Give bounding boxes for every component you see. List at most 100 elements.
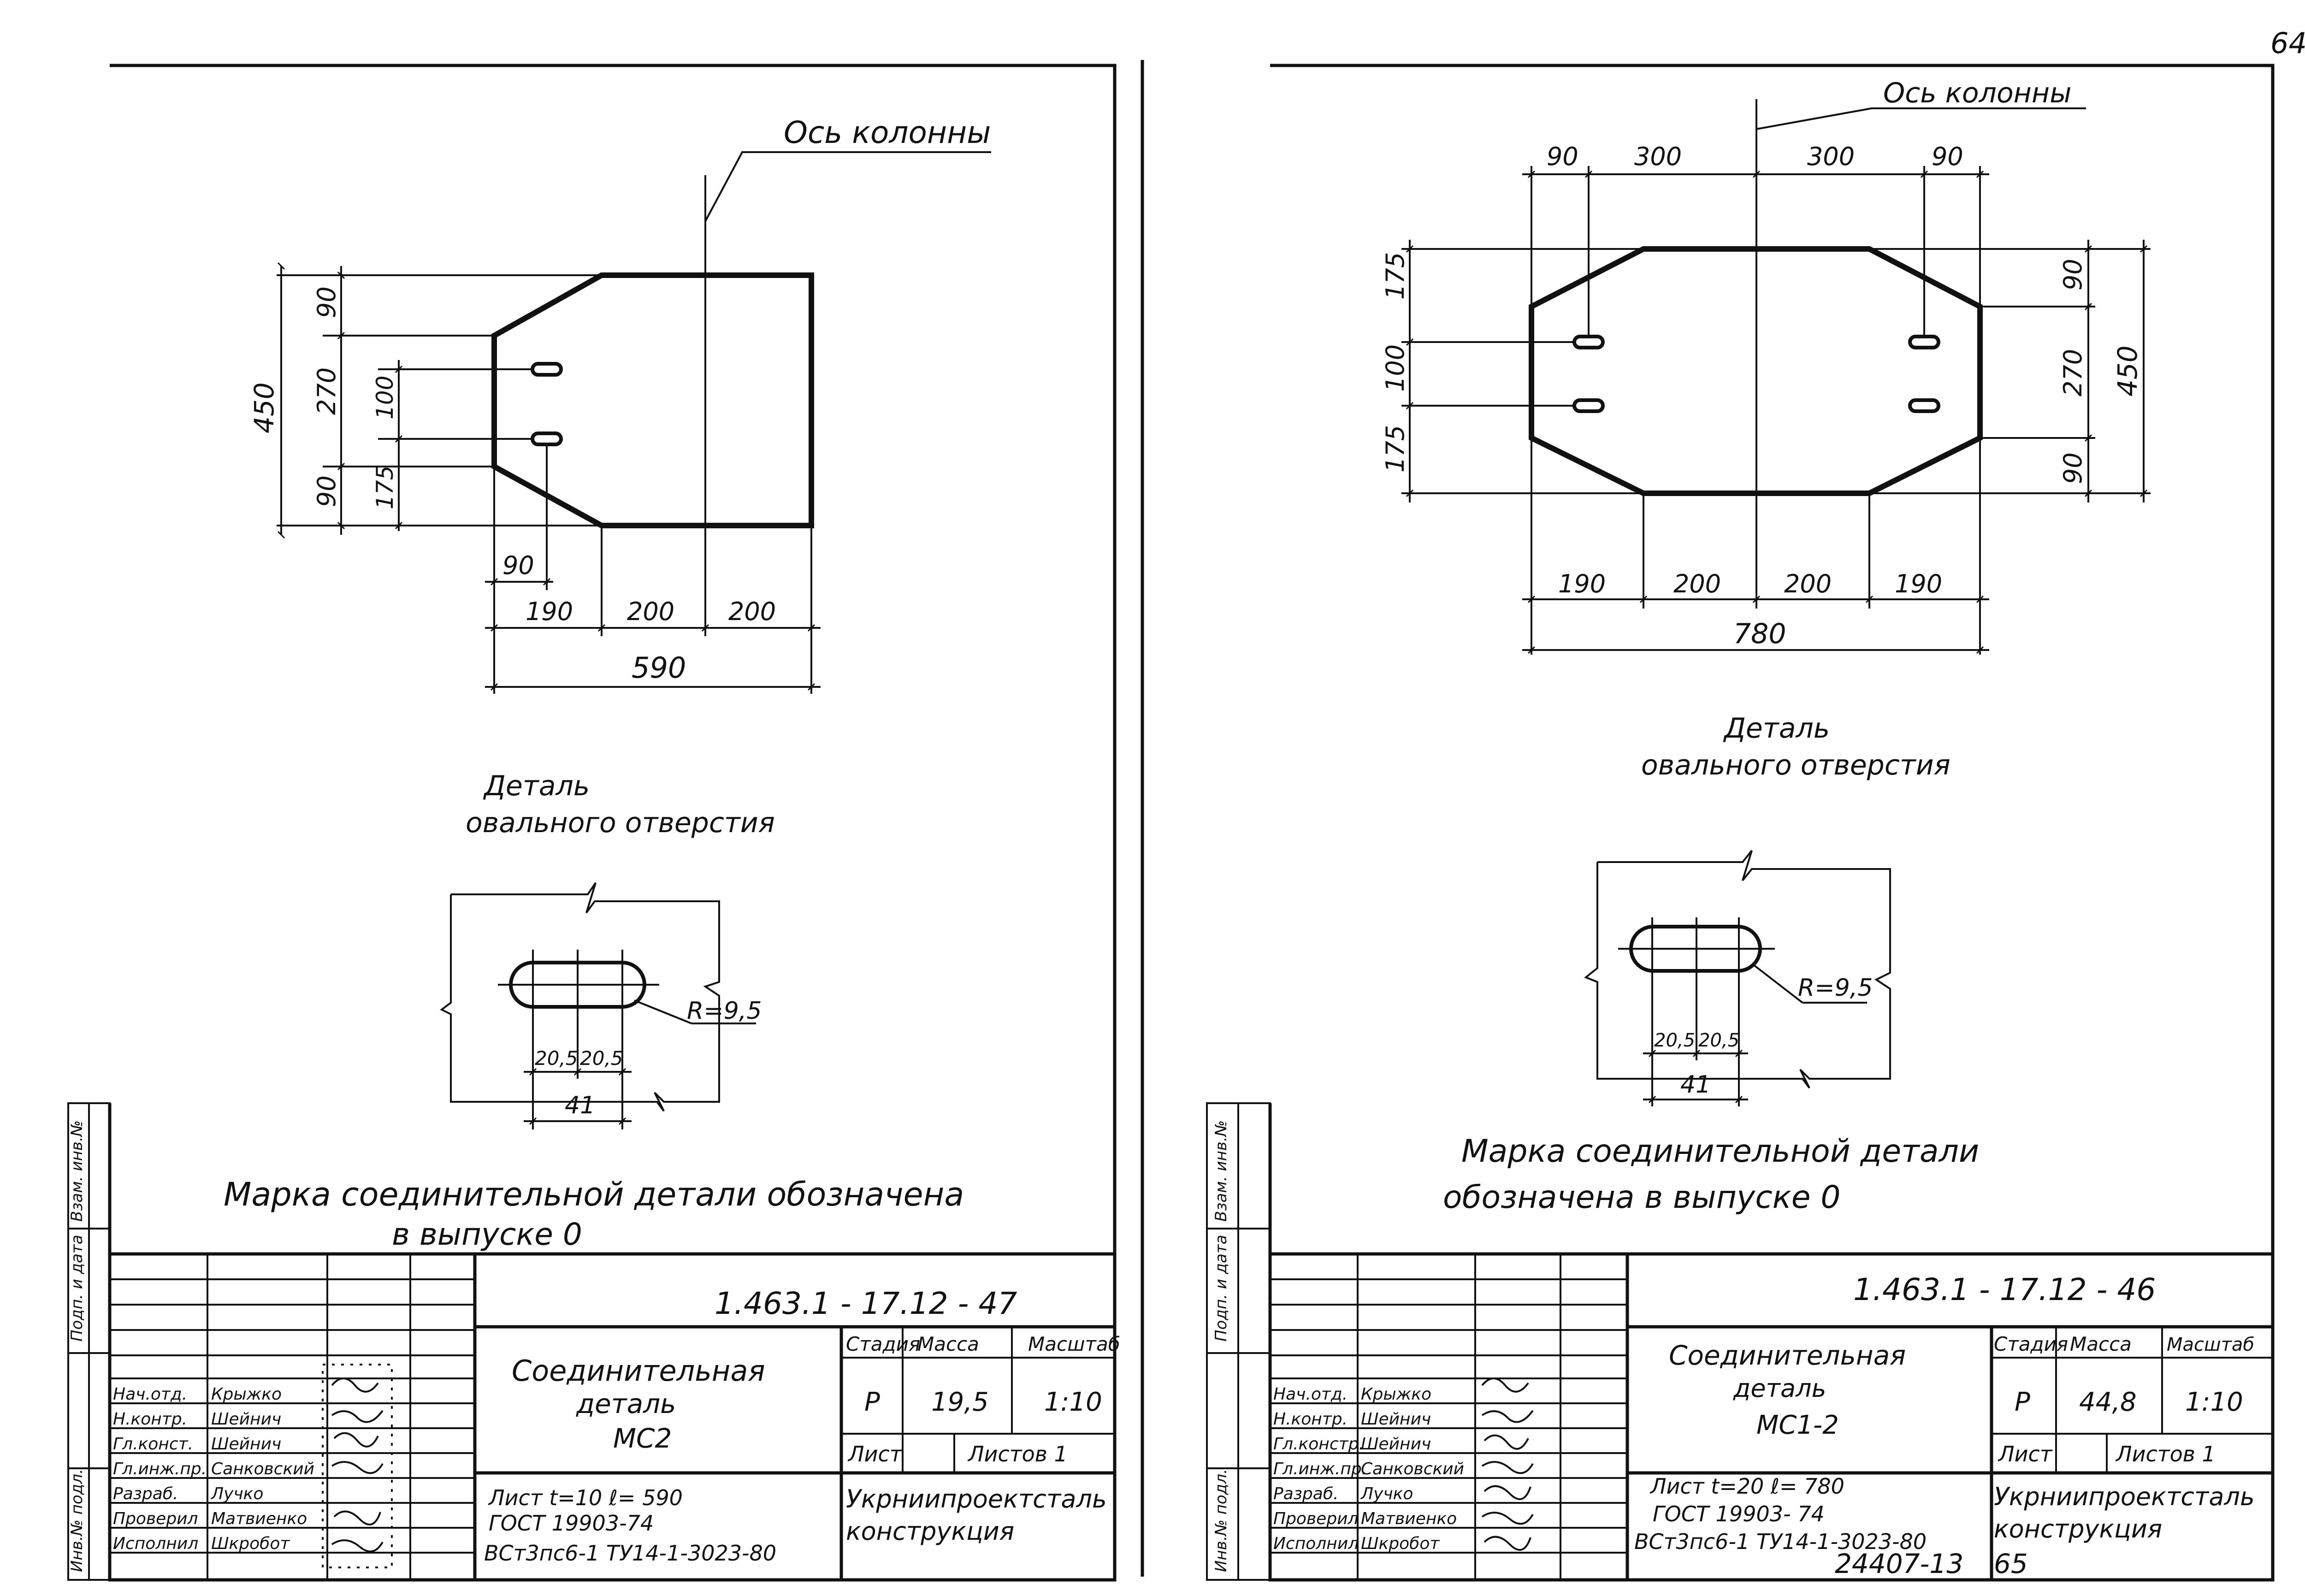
left-sheet-header: Лист bbox=[847, 1442, 903, 1466]
right-detail-title-1: Деталь bbox=[1723, 712, 1830, 745]
left-sheets-header: Листов 1 bbox=[967, 1442, 1068, 1466]
left-dim-slot-edge: 175 bbox=[372, 466, 398, 509]
right-name-0: Крыжко bbox=[1361, 1385, 1431, 1404]
left-name-1: Шейнич bbox=[211, 1410, 281, 1429]
archive-page: 65 bbox=[1994, 1548, 2028, 1579]
right-bottom-dimensions bbox=[1522, 438, 1989, 655]
right-slot-ur bbox=[1908, 335, 1940, 349]
right-note-line-2: обозначена в выпуске 0 bbox=[1443, 1179, 1841, 1216]
right-role-4: Разраб. bbox=[1273, 1484, 1338, 1503]
left-doc-code: 1.463.1 - 17.12 - 47 bbox=[715, 1286, 1017, 1321]
right-title-block bbox=[1270, 1252, 2273, 1580]
left-dim-overall-height: 450 bbox=[248, 382, 280, 433]
left-title-block bbox=[110, 1252, 1115, 1580]
left-part-name-1: Соединительная bbox=[512, 1354, 765, 1388]
right-stage-value: Р bbox=[2015, 1387, 2030, 1417]
right-dim-total: 780 bbox=[1733, 618, 1786, 650]
left-dim-top: 90 bbox=[312, 286, 341, 318]
right-doc-code: 1.463.1 - 17.12 - 46 bbox=[1853, 1272, 2156, 1307]
right-sheets-header: Листов 1 bbox=[2115, 1442, 2216, 1466]
left-name-3: Санковский bbox=[211, 1460, 314, 1478]
right-detail-title-2: овального отверстия bbox=[1641, 749, 1950, 781]
left-note-line-2: в выпуске 0 bbox=[392, 1217, 582, 1252]
left-dim-total: 590 bbox=[632, 651, 686, 685]
right-detail-break-lines bbox=[1584, 850, 1891, 1089]
right-sheet: Взам. инв.№ Подп. и дата Инв.№ подл. Ось… bbox=[1206, 64, 2275, 1582]
right-side-label-1: Подп. и дата bbox=[1212, 1235, 1230, 1342]
right-dim-right-90b: 90 bbox=[2058, 452, 2087, 484]
right-dim-top-90a: 90 bbox=[1547, 142, 1578, 171]
right-signatures bbox=[1481, 1377, 1534, 1551]
left-detail-half-a: 20,5 bbox=[535, 1047, 578, 1070]
right-dim-top-300b: 300 bbox=[1807, 142, 1855, 171]
right-role-2: Гл.констр. bbox=[1273, 1435, 1364, 1454]
right-dim-right-450: 450 bbox=[2112, 345, 2143, 396]
right-dim-bot-190a: 190 bbox=[1558, 569, 1606, 598]
right-dim-bot-200a: 200 bbox=[1673, 569, 1721, 598]
archive-number: 24407-13 bbox=[1835, 1548, 1963, 1579]
right-mass-value: 44,8 bbox=[2079, 1387, 2137, 1417]
right-roles-column: Нач.отд. Н.контр. Гл.констр. Гл.инж.пр. … bbox=[1273, 1385, 1367, 1553]
right-dim-left-175b: 175 bbox=[1381, 425, 1410, 473]
right-spec-3: ВСт3пс6-1 ТУ14-1-3023-80 bbox=[1634, 1529, 1927, 1554]
left-role-1: Н.контр. bbox=[113, 1410, 187, 1429]
left-plate-outline bbox=[491, 272, 814, 528]
left-mass-value: 19,5 bbox=[931, 1387, 989, 1417]
left-dim-w-left: 190 bbox=[526, 597, 573, 626]
left-dim-bottom: 90 bbox=[312, 475, 341, 507]
right-side-label-0: Взам. инв.№ bbox=[1212, 1120, 1230, 1222]
left-sheet: Взам. инв.№ Подп. и дата Инв.№ подл. Ось… bbox=[67, 64, 1120, 1582]
right-spec-1: Лист t=20 ℓ= 780 bbox=[1649, 1474, 1844, 1499]
left-horizontal-dimensions bbox=[485, 444, 821, 694]
right-detail-radius: R=9,5 bbox=[1798, 974, 1873, 1002]
right-dim-bot-200b: 200 bbox=[1784, 569, 1832, 598]
right-detail-half-a: 20,5 bbox=[1654, 1030, 1695, 1051]
right-name-2: Шейнич bbox=[1361, 1435, 1431, 1454]
left-spec-1: Лист t=10 ℓ= 590 bbox=[488, 1485, 683, 1510]
left-dim-w-mid: 200 bbox=[627, 597, 674, 626]
right-slot-ul bbox=[1572, 335, 1605, 349]
right-right-dimensions bbox=[1869, 240, 2151, 502]
right-side-label-2: Инв.№ подл. bbox=[1212, 1469, 1230, 1572]
left-detail-half-b: 20,5 bbox=[580, 1047, 623, 1070]
right-dim-right-90a: 90 bbox=[2058, 259, 2087, 290]
left-side-label-0: Взам. инв.№ bbox=[68, 1120, 86, 1222]
left-detail-title-1: Деталь bbox=[483, 770, 590, 802]
left-spec-3: ВСт3пс6-1 ТУ14-1-3023-80 bbox=[484, 1541, 776, 1566]
right-dim-top-300a: 300 bbox=[1634, 142, 1682, 171]
right-dim-left-100: 100 bbox=[1381, 344, 1410, 392]
left-mass-header: Масса bbox=[917, 1333, 979, 1355]
left-scale-value: 1:10 bbox=[1044, 1387, 1102, 1417]
right-part-mark: МС1-2 bbox=[1756, 1410, 1839, 1440]
right-detail-half-b: 20,5 bbox=[1698, 1030, 1739, 1051]
page-number: 64 bbox=[2270, 26, 2305, 60]
left-name-2: Шейнич bbox=[211, 1435, 281, 1454]
left-signatures bbox=[331, 1377, 384, 1553]
right-name-4: Лучко bbox=[1360, 1484, 1413, 1503]
right-role-1: Н.контр. bbox=[1273, 1410, 1348, 1429]
right-org-1: Укрниипроектсталь bbox=[1994, 1482, 2255, 1511]
left-detail-break-lines bbox=[440, 882, 720, 1112]
right-dim-top-90b: 90 bbox=[1932, 142, 1963, 171]
left-detail-title-2: овального отверстия bbox=[466, 807, 775, 839]
right-name-6: Шкробот bbox=[1361, 1534, 1440, 1553]
left-side-label-1: Подп. и дата bbox=[68, 1235, 86, 1342]
right-top-dimensions bbox=[1522, 166, 1989, 337]
left-slot-lower bbox=[531, 432, 563, 446]
right-name-1: Шейнич bbox=[1361, 1410, 1431, 1429]
right-note-line-1: Марка соединительной детали bbox=[1461, 1133, 1979, 1170]
right-part-name-2: деталь bbox=[1733, 1374, 1826, 1403]
left-stage-header: Стадия bbox=[846, 1333, 920, 1355]
right-detail-length: 41 bbox=[1680, 1071, 1711, 1099]
right-stage-header: Стадия bbox=[1994, 1333, 2068, 1355]
left-role-6: Исполнил bbox=[113, 1534, 198, 1553]
left-spec-2: ГОСТ 19903-74 bbox=[489, 1511, 654, 1536]
right-spec-2: ГОСТ 19903- 74 bbox=[1653, 1501, 1825, 1526]
right-role-5: Проверил bbox=[1273, 1509, 1359, 1528]
left-dim-slot-gap: 100 bbox=[372, 376, 398, 420]
right-dim-left-175a: 175 bbox=[1381, 252, 1410, 300]
left-role-5: Проверил bbox=[113, 1509, 198, 1528]
left-name-4: Лучко bbox=[210, 1484, 263, 1503]
left-scale-header: Масштаб bbox=[1028, 1333, 1120, 1355]
